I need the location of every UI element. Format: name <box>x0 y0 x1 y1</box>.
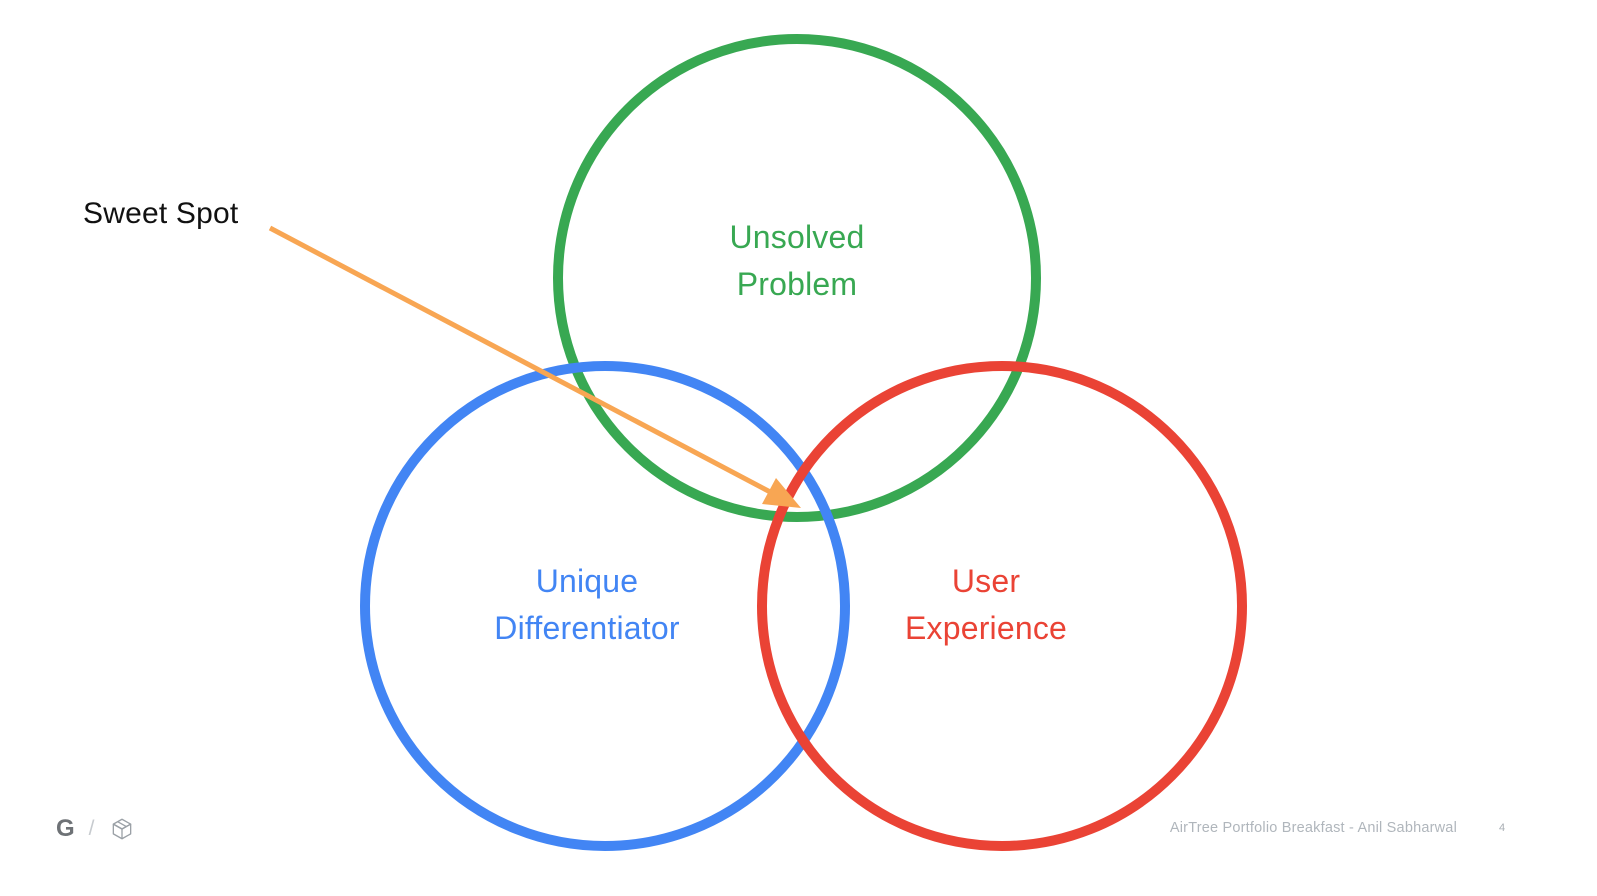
unsolved-problem-label-line1: Unsolved <box>729 219 865 255</box>
unique-differentiator-label-line2: Differentiator <box>494 610 680 646</box>
sweet-spot-label: Sweet Spot <box>83 197 239 230</box>
unique-differentiator-label-line1: Unique <box>535 563 639 599</box>
circle-user-experience <box>757 361 1247 851</box>
footer-logo-group: G / <box>56 814 135 844</box>
circle-unique-differentiator <box>360 361 850 851</box>
unsolved-problem-label: Unsolved Problem <box>627 214 967 308</box>
page-number: 4 <box>1499 822 1506 834</box>
slash-separator: / <box>88 817 95 840</box>
unique-differentiator-label: Unique Differentiator <box>417 558 757 652</box>
user-experience-label-line2: Experience <box>904 610 1068 646</box>
sweet-spot-arrow-line <box>268 225 776 497</box>
cube-icon <box>109 816 135 842</box>
circle-unsolved-problem <box>553 34 1041 522</box>
sweet-spot-arrowhead-icon <box>762 478 801 508</box>
user-experience-label-line1: User <box>951 563 1021 599</box>
user-experience-label: User Experience <box>816 558 1156 652</box>
google-g-logo: G <box>56 815 75 842</box>
unsolved-problem-label-line2: Problem <box>736 266 858 302</box>
footer-title: AirTree Portfolio Breakfast - Anil Sabha… <box>1169 820 1457 836</box>
